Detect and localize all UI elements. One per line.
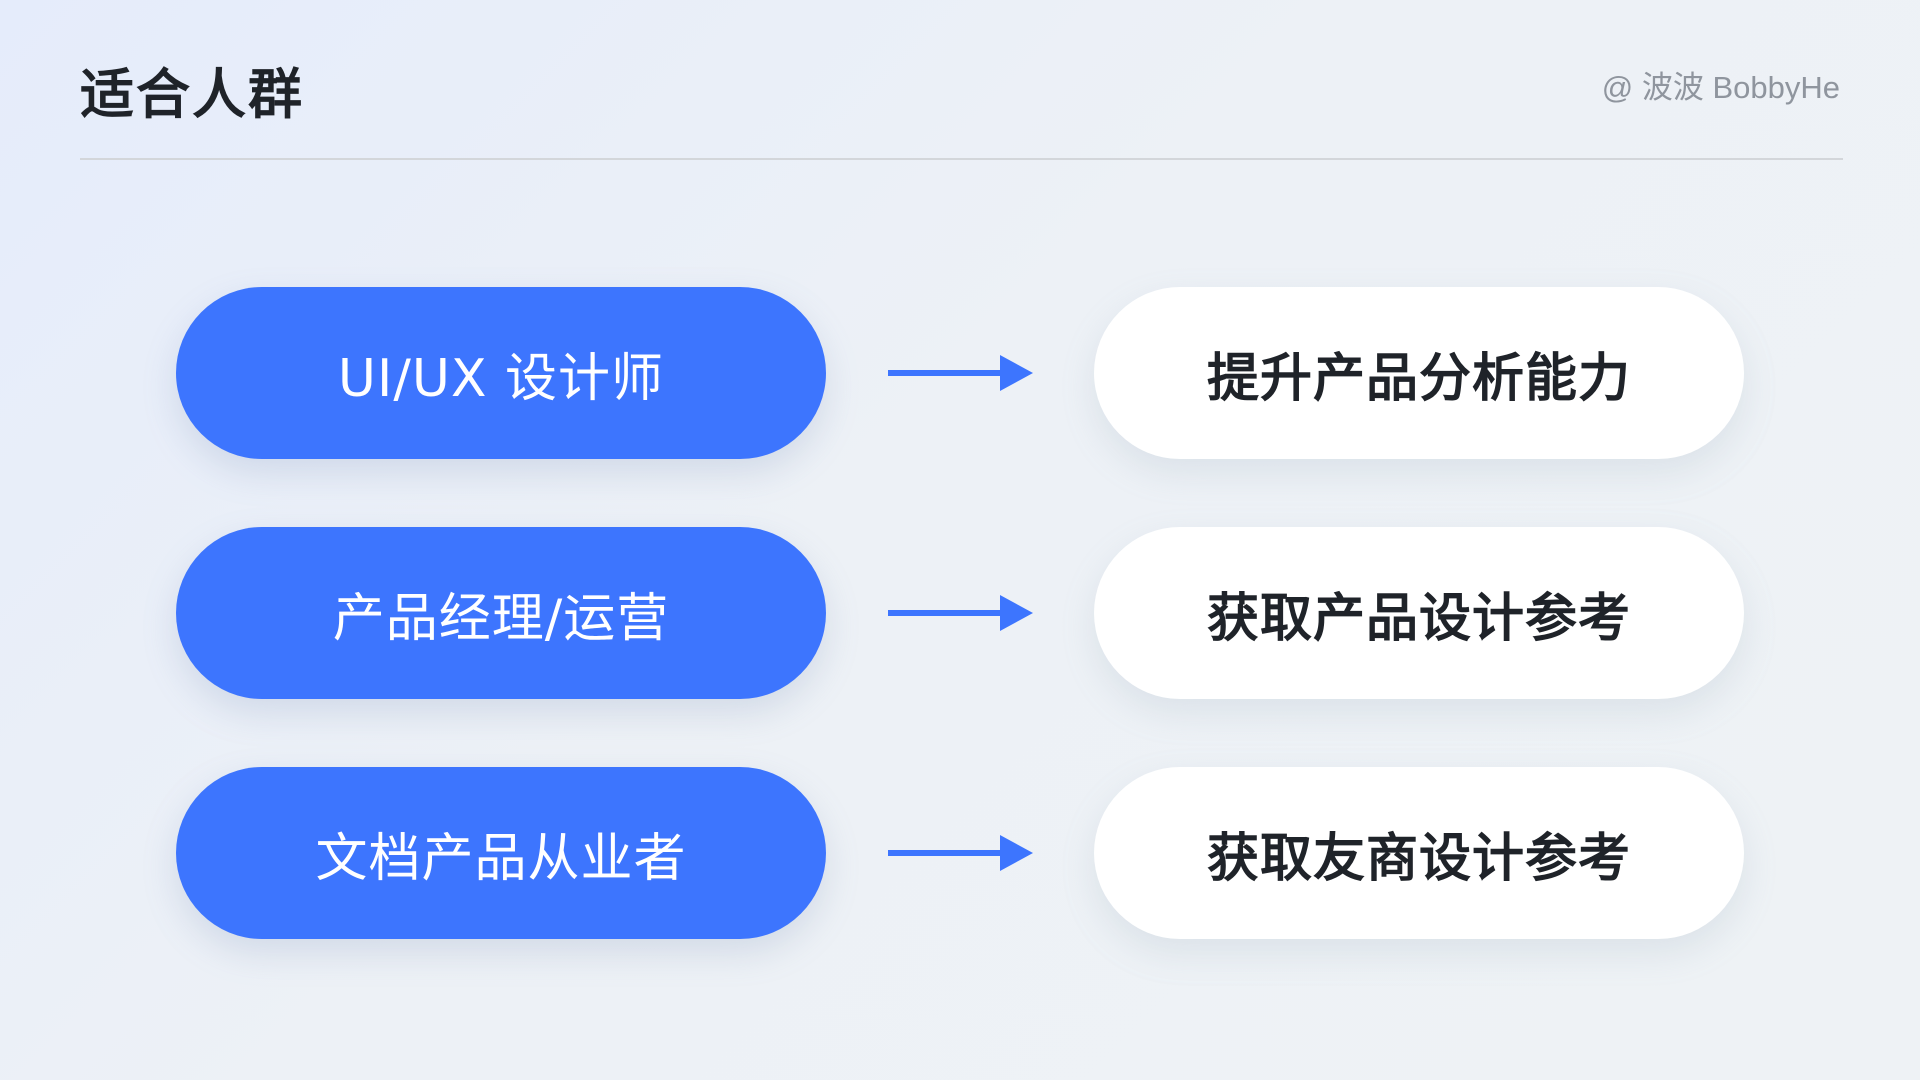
arrow-right-icon bbox=[888, 355, 1033, 391]
page-title: 适合人群 bbox=[80, 63, 304, 126]
audience-pill: 产品经理/运营 bbox=[176, 527, 826, 699]
audience-row: 产品经理/运营 获取产品设计参考 bbox=[0, 527, 1920, 699]
arrow-right-icon bbox=[888, 835, 1033, 871]
benefit-pill: 获取产品设计参考 bbox=[1094, 527, 1744, 699]
audience-pill: UI/UX 设计师 bbox=[176, 287, 826, 459]
audience-row: UI/UX 设计师 提升产品分析能力 bbox=[0, 287, 1920, 459]
audience-pill: 文档产品从业者 bbox=[176, 767, 826, 939]
arrow-right-icon bbox=[888, 595, 1033, 631]
audience-row: 文档产品从业者 获取友商设计参考 bbox=[0, 767, 1920, 939]
benefit-pill: 提升产品分析能力 bbox=[1094, 287, 1744, 459]
benefit-pill: 获取友商设计参考 bbox=[1094, 767, 1744, 939]
header-divider bbox=[80, 158, 1843, 160]
author-credit: @ 波波 BobbyHe bbox=[1601, 70, 1840, 105]
